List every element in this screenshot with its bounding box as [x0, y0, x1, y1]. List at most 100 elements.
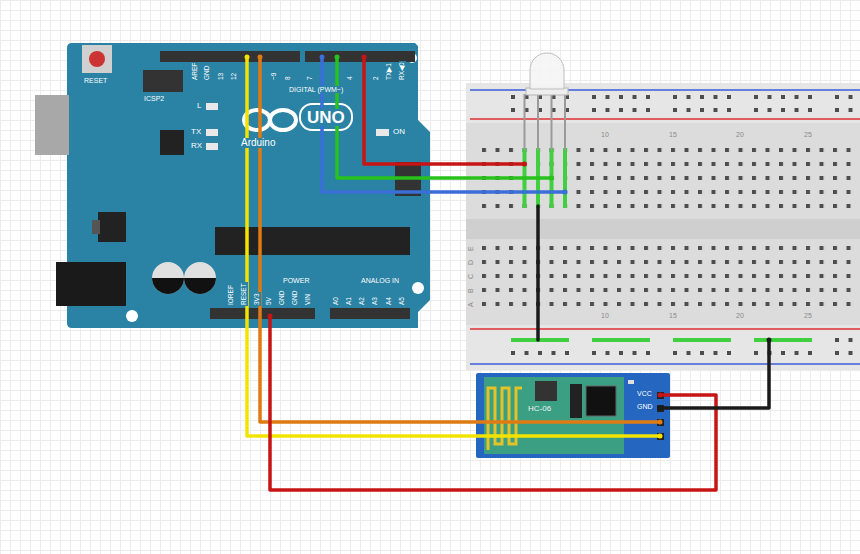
pin-label: A4 — [386, 296, 393, 306]
microcontroller-chip — [215, 227, 410, 255]
capacitor — [184, 278, 216, 294]
wire-end — [658, 393, 663, 398]
pin-label: A1 — [346, 296, 353, 306]
wire-end — [268, 314, 273, 319]
module-board — [476, 373, 670, 458]
connected-column — [563, 148, 567, 208]
module-pin — [657, 433, 664, 440]
row-letter: D — [467, 259, 474, 266]
pin-label: TX▶1 — [386, 62, 393, 81]
column-number: 25 — [803, 312, 813, 319]
mounting-hole — [412, 282, 424, 294]
led-label: ON — [392, 128, 406, 136]
jumper-wire — [247, 57, 660, 436]
status-led — [206, 103, 218, 110]
reset-button — [89, 51, 105, 67]
pin-label: 5V — [266, 296, 273, 306]
breadboard-body — [466, 83, 860, 370]
pin-label: 8 — [285, 75, 292, 81]
header-group-label: POWER — [282, 277, 310, 284]
header-group-label: ANALOG IN — [360, 277, 400, 284]
jumper-wire — [364, 57, 525, 164]
connected-holes — [511, 148, 812, 342]
reset-button — [82, 45, 112, 73]
column-number: 20 — [735, 312, 745, 319]
rail-holes — [511, 95, 860, 121]
pin-label: GND — [279, 290, 286, 306]
wire-end — [658, 434, 663, 439]
pin-label: AREF — [192, 62, 199, 81]
uno-badge — [300, 104, 352, 130]
wire-end — [767, 338, 772, 343]
brand-name: Arduino — [240, 138, 276, 148]
center-channel — [466, 219, 860, 239]
header-label: ICSP2 — [143, 95, 165, 102]
pin-label: VCC — [636, 390, 653, 397]
wire-end — [658, 420, 663, 425]
capacitor — [184, 262, 216, 294]
pin-label: GND — [636, 403, 654, 410]
pin-label: A3 — [372, 296, 379, 306]
row-letter: A — [467, 301, 474, 308]
pin-label: RX◀0 — [399, 61, 406, 81]
jumper-wire — [260, 57, 660, 422]
pin-label: 4 — [347, 75, 354, 81]
pin-label: RESET — [241, 282, 248, 306]
power-jack — [56, 262, 126, 306]
connected-rail — [673, 338, 731, 342]
led-label: L — [196, 102, 202, 110]
led-leg — [551, 94, 553, 150]
module-led — [628, 380, 634, 384]
wire-end — [335, 55, 340, 60]
module-chip — [535, 381, 557, 401]
arduino-drawing — [35, 43, 430, 328]
pin-label: 3V3 — [254, 292, 261, 306]
connected-rail — [754, 338, 812, 342]
pin-label: IOREF — [228, 284, 235, 306]
jumper-wire — [337, 57, 552, 178]
pin-label: GND — [204, 65, 211, 81]
wire-end — [522, 162, 527, 167]
led-dome — [530, 53, 564, 89]
pin-label: VIN — [305, 293, 312, 306]
header-group-label: DIGITAL (PWM~) — [288, 86, 344, 93]
power-rail — [466, 325, 860, 370]
jumper-wire — [322, 57, 565, 192]
module-chip — [570, 384, 582, 418]
pin-header — [330, 308, 410, 319]
pin-header — [160, 51, 300, 62]
status-led — [376, 129, 389, 136]
rail-holes — [511, 338, 860, 364]
wire-end — [549, 176, 554, 181]
usb-chip — [160, 130, 184, 155]
led-label: TX — [190, 128, 202, 136]
capacitor — [152, 262, 184, 294]
connected-rail — [511, 338, 569, 342]
jumper-wire — [270, 316, 716, 490]
row-letter: B — [467, 287, 474, 294]
arduino-logo — [270, 110, 296, 130]
hc06-bluetooth-module: HC-06 VCC GND — [476, 373, 670, 458]
pin-label: ~9 — [271, 72, 278, 81]
wire-end — [258, 55, 263, 60]
column-number: 15 — [668, 312, 678, 319]
column-number: 10 — [600, 131, 610, 138]
pin-header — [210, 308, 315, 319]
module-pcb — [484, 377, 624, 454]
status-led — [206, 143, 218, 150]
antenna-trace — [488, 388, 522, 450]
module-pin — [657, 419, 664, 426]
pin-label: 13 — [218, 72, 225, 81]
hc06-drawing — [476, 373, 670, 458]
pin-label: 7 — [307, 75, 314, 81]
row-letter: E — [467, 245, 474, 252]
board-model: UNO — [306, 109, 346, 126]
connected-column — [550, 148, 554, 208]
pin-label: A0 — [333, 296, 340, 306]
wire-end — [658, 406, 663, 411]
mounting-hole — [126, 310, 138, 322]
module-name: HC-06 — [527, 405, 552, 413]
led-leg — [564, 94, 566, 150]
